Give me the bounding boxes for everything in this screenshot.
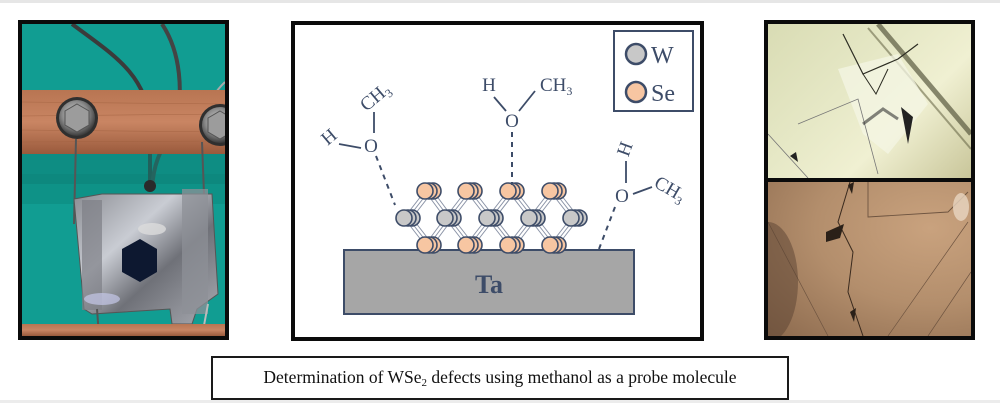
top-border — [0, 0, 1000, 3]
legend: W Se — [613, 30, 694, 112]
ta-substrate — [343, 249, 635, 315]
se-atom-bottom-circle — [416, 236, 434, 254]
se-atom-top-circle — [499, 182, 517, 200]
se-atom-bottom — [416, 236, 442, 254]
legend-se-icon — [624, 80, 648, 104]
se-atom-bottom — [499, 236, 525, 254]
sample-holder-illustration — [22, 24, 225, 336]
molecule-left-ch3: CH3 — [356, 79, 396, 117]
se-atom-top-circle — [541, 182, 559, 200]
molecule-center-h: H — [482, 75, 496, 96]
methanol-molecule-left: O H CH3 — [317, 79, 396, 206]
methanol-molecule-right: H O CH3 — [598, 139, 689, 250]
molecule-right-ch3: CH3 — [649, 172, 689, 208]
se-atom-bottom-circle — [541, 236, 559, 254]
molecule-right-h: H — [613, 139, 638, 159]
caption-text-prefix: Determination of WSe — [263, 367, 422, 387]
w-atom — [562, 209, 588, 227]
sample-holder-photo — [18, 20, 229, 340]
w-atom-circle — [562, 209, 580, 227]
wse2-methanol-diagram: Ta W Se O H CH3 H O CH3 — [291, 21, 704, 341]
caption-subscript: 2 — [421, 377, 428, 389]
micrograph-bottom — [768, 182, 971, 336]
molecule-right-o: O — [615, 186, 629, 207]
se-atom-bottom-circle — [499, 236, 517, 254]
micrograph-top — [768, 24, 971, 178]
se-atom-bottom — [541, 236, 567, 254]
bottom-border — [0, 400, 1000, 403]
se-atom-top — [416, 182, 442, 200]
molecule-center-ch3: CH3 — [540, 75, 572, 98]
se-atom-top — [499, 182, 525, 200]
se-atom-bottom-circle — [457, 236, 475, 254]
molecule-left-h: H — [317, 125, 341, 150]
molecule-center-o: O — [505, 111, 519, 132]
substrate-label: Ta — [475, 270, 503, 299]
micrograph-panel — [764, 20, 975, 340]
legend-w-label: W — [651, 43, 674, 69]
w-atom-circle — [478, 209, 496, 227]
w-atom — [436, 209, 462, 227]
se-atom-top — [541, 182, 567, 200]
bond-dashed-left — [375, 155, 396, 206]
se-atom-top-circle — [457, 182, 475, 200]
w-atom — [478, 209, 504, 227]
legend-w-icon — [624, 42, 648, 66]
w-atom-circle — [395, 209, 413, 227]
wse2-lattice — [395, 182, 588, 254]
legend-se-label: Se — [651, 81, 675, 107]
w-atom-circle — [520, 209, 538, 227]
w-atom-circle — [436, 209, 454, 227]
w-atom — [520, 209, 546, 227]
molecule-left-o: O — [364, 136, 378, 157]
methanol-molecule-center: H O CH3 — [482, 75, 572, 185]
se-atom-top — [457, 182, 483, 200]
se-atom-top-circle — [416, 182, 434, 200]
caption-box: Determination of WSe2 defects using meth… — [211, 356, 789, 400]
se-atom-bottom — [457, 236, 483, 254]
bond-dashed-right — [598, 206, 616, 250]
figure-caption: Determination of WSe2 defects using meth… — [263, 367, 736, 389]
w-atom — [395, 209, 421, 227]
diagram-canvas: Ta W Se O H CH3 H O CH3 — [317, 30, 694, 315]
caption-text-suffix: defects using methanol as a probe molecu… — [427, 367, 737, 387]
